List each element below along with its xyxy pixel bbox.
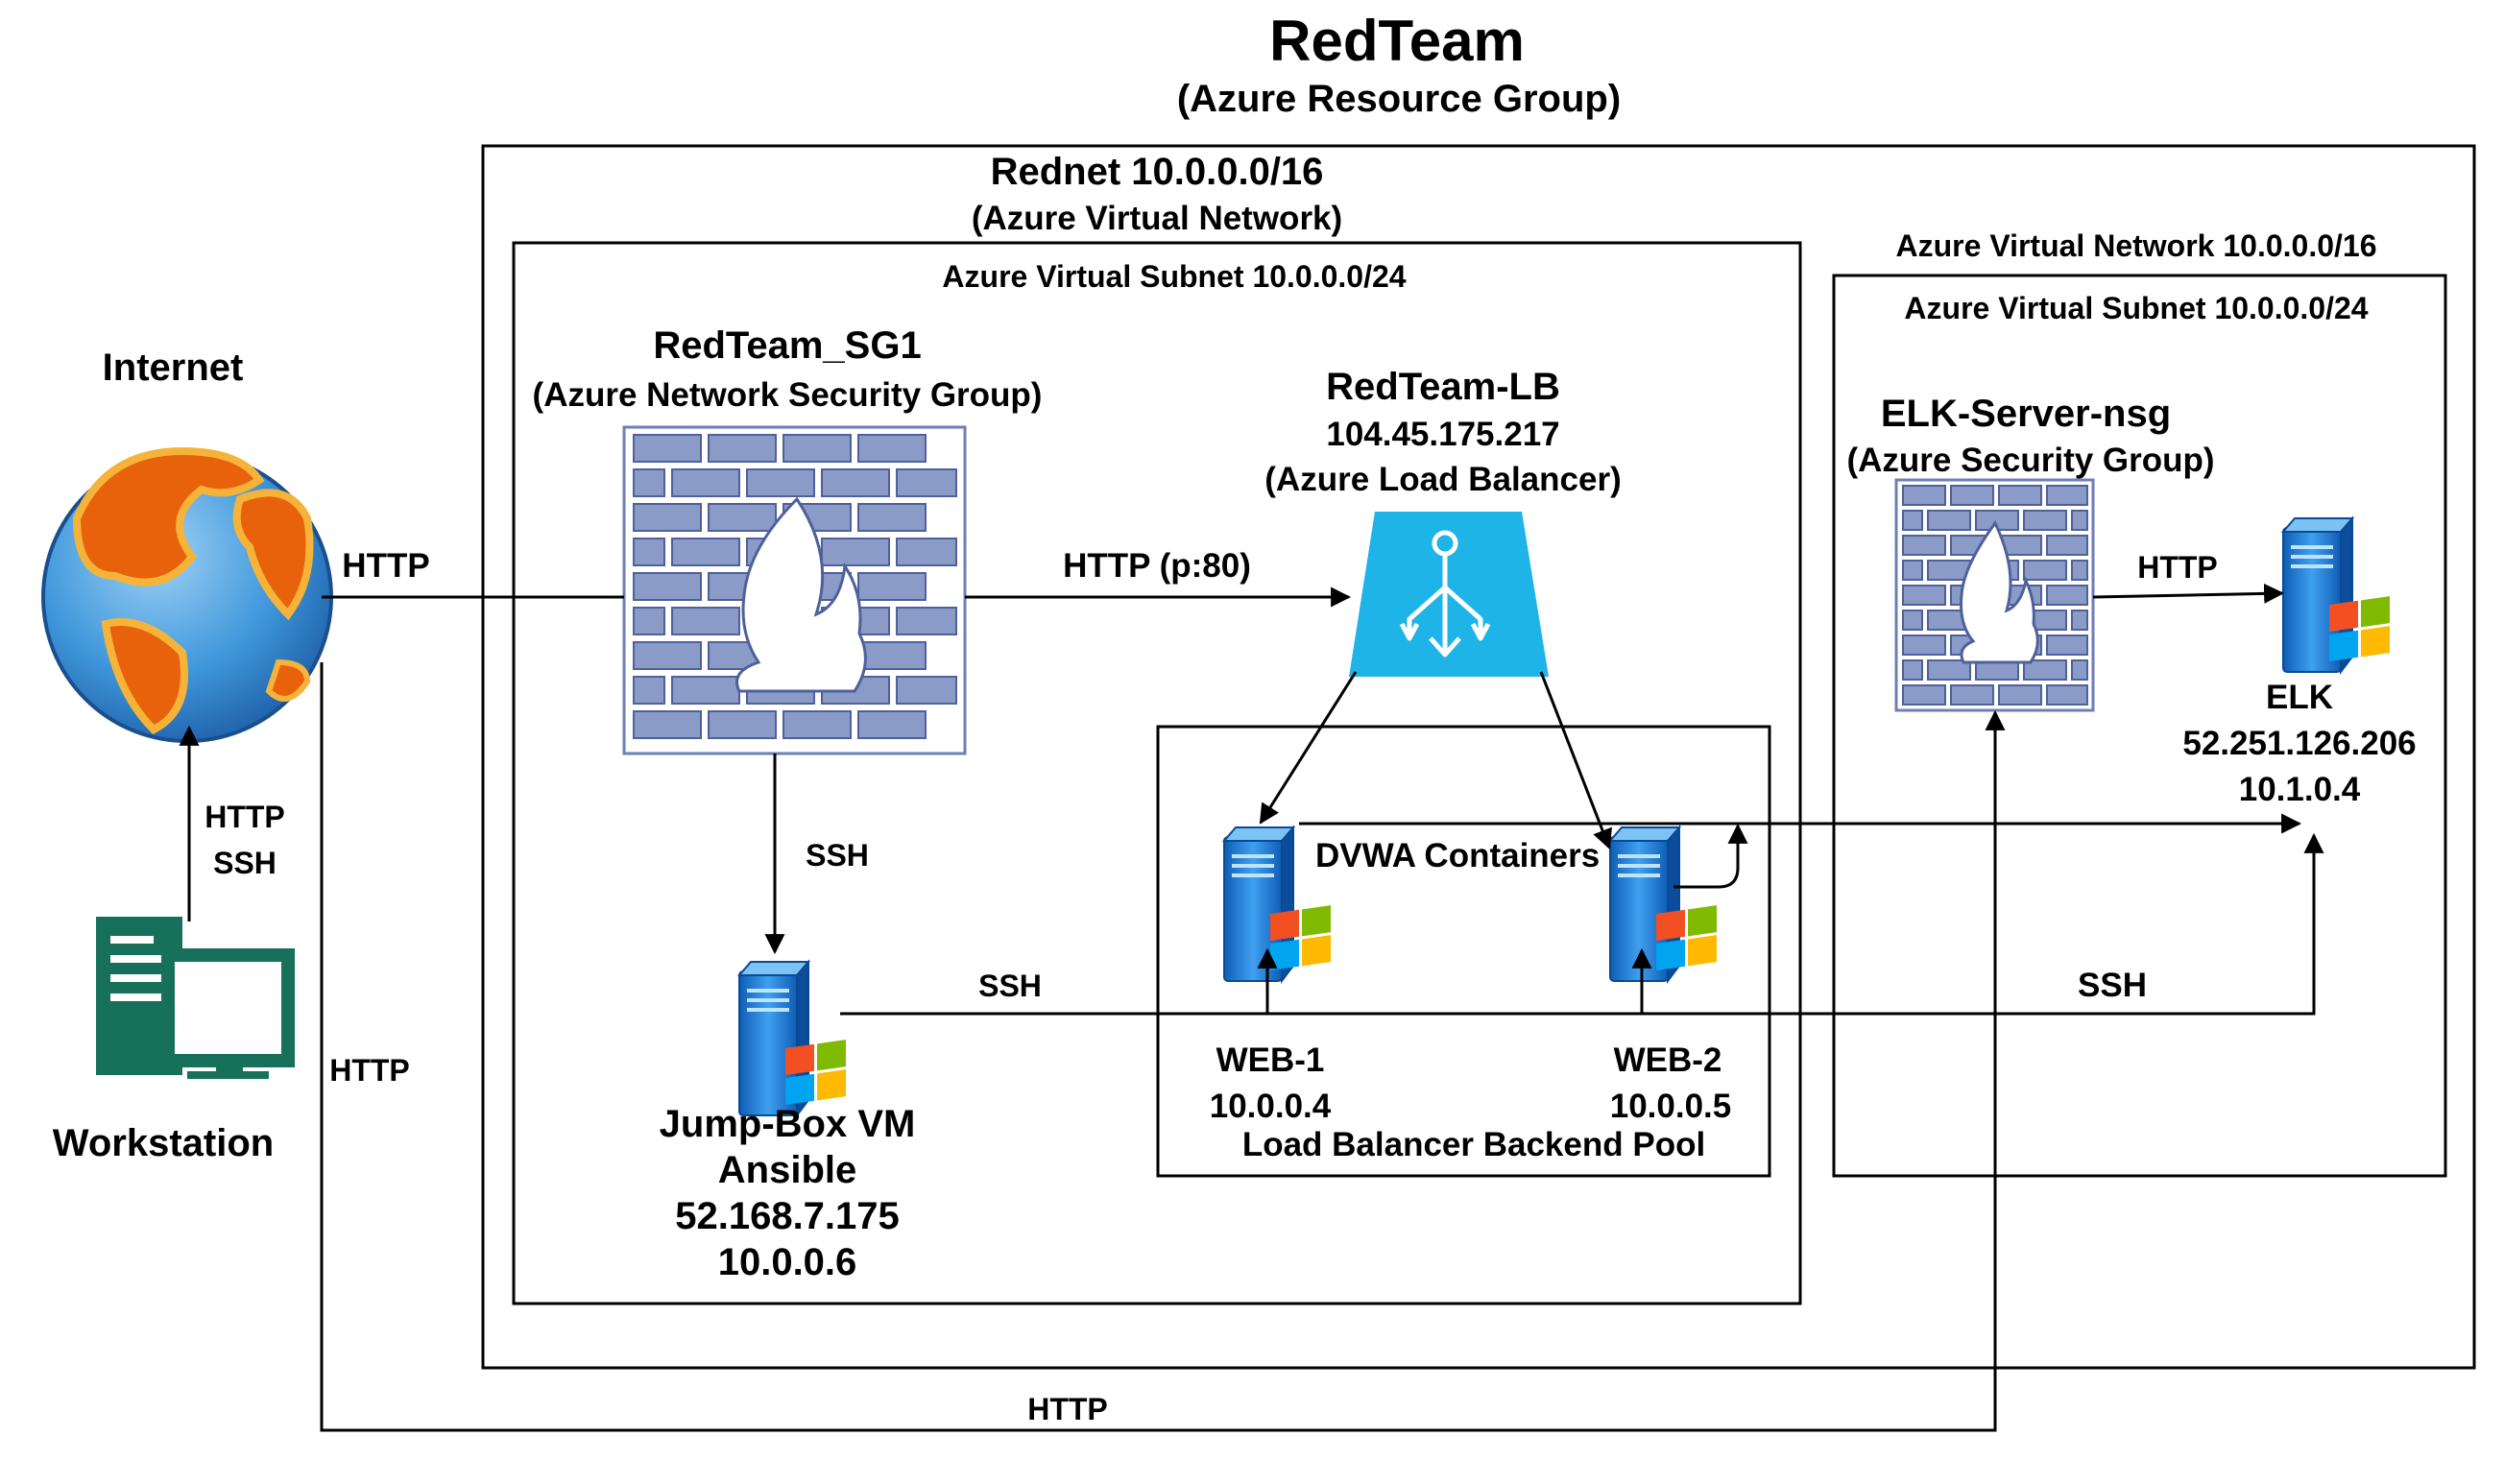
web2-ip: 10.0.0.5 [1609, 1088, 1732, 1125]
jumpbox-role: Ansible [717, 1149, 857, 1191]
lb-ip: 104.45.175.217 [1326, 416, 1560, 453]
jumpbox-public-ip: 52.168.7.175 [675, 1195, 900, 1237]
load-balancer-icon [1349, 512, 1549, 677]
backend-pool-label: Load Balancer Backend Pool [1241, 1126, 1706, 1163]
workstation-label: Workstation [52, 1122, 275, 1164]
elk-vnet-label: Azure Virtual Network 10.0.0.0/16 [1895, 228, 2377, 263]
edge-label-elk-ssh: SSH [2078, 967, 2147, 1004]
elk-name: ELK [2266, 679, 2333, 716]
main-subnet-box [512, 241, 1802, 1305]
lb-type: (Azure Load Balancer) [1264, 461, 1622, 498]
web2-name: WEB-2 [1613, 1041, 1722, 1079]
rednet-vnet-title: Rednet 10.0.0.0/16 [990, 151, 1324, 193]
elk-nsg-type: (Azure Security Group) [1846, 442, 2215, 479]
diagram-title: RedTeam [1269, 9, 1525, 73]
main-subnet-label: Azure Virtual Subnet 10.0.0.0/24 [942, 259, 1407, 294]
edge-internet-http-loop [320, 662, 2006, 1432]
rednet-vnet-type: (Azure Virtual Network) [971, 200, 1343, 237]
rednet-vnet-box [481, 144, 2476, 1370]
edge-label-sg1-ssh: SSH [806, 838, 869, 873]
web1-ip: 10.0.0.4 [1209, 1088, 1332, 1125]
redteam-sg1-firewall-icon [622, 425, 967, 755]
elk-nsg-firewall-icon [1894, 478, 2095, 712]
elk-server-icon [2282, 517, 2391, 673]
sg1-type: (Azure Network Security Group) [532, 376, 1043, 414]
edge-label-sg1-to-lb: HTTP (p:80) [1063, 547, 1251, 585]
edge-label-internet-http: HTTP [342, 547, 430, 585]
sg1-name: RedTeam_SG1 [653, 324, 922, 367]
workstation-icon [96, 917, 295, 1079]
edge-label-ws-http: HTTP [205, 800, 285, 834]
elk-public-ip: 52.251.126.206 [2182, 725, 2417, 762]
backend-pool-box [1156, 725, 1771, 1178]
elk-subnet-label: Azure Virtual Subnet 10.0.0.0/24 [1904, 291, 2369, 325]
edge-lb-to-web2 [1539, 671, 1612, 850]
edge-lb-to-web1 [1259, 671, 1358, 825]
lb-name: RedTeam-LB [1326, 366, 1560, 408]
edge-label-jump-ssh: SSH [978, 969, 1042, 1003]
web1-name: WEB-1 [1216, 1041, 1325, 1079]
jumpbox-private-ip: 10.0.0.6 [717, 1241, 857, 1283]
dvwa-label: DVWA Containers [1315, 837, 1601, 874]
internet-label: Internet [102, 347, 244, 389]
edge-label-bottom-http: HTTP [1027, 1392, 1108, 1426]
elk-subnet-box [1832, 274, 2447, 1178]
internet-globe-icon [41, 446, 333, 743]
diagram-subtitle: (Azure Resource Group) [1176, 78, 1622, 120]
web2-server-icon [1609, 826, 1718, 982]
elk-nsg-name: ELK-Server-nsg [1880, 393, 2172, 435]
jumpbox-name: Jump-Box VM [659, 1103, 916, 1145]
elk-private-ip: 10.1.0.4 [2238, 771, 2361, 808]
edge-label-left-http: HTTP [329, 1053, 410, 1088]
edge-web2-beat [1673, 823, 1748, 889]
edge-label-elk-http: HTTP [2137, 550, 2218, 585]
edge-elk-nsg-to-elk [2092, 583, 2285, 604]
jumpbox-server-icon [738, 961, 847, 1116]
edge-jumpbox-ssh [840, 832, 2324, 1016]
edge-label-ws-ssh: SSH [213, 846, 277, 880]
